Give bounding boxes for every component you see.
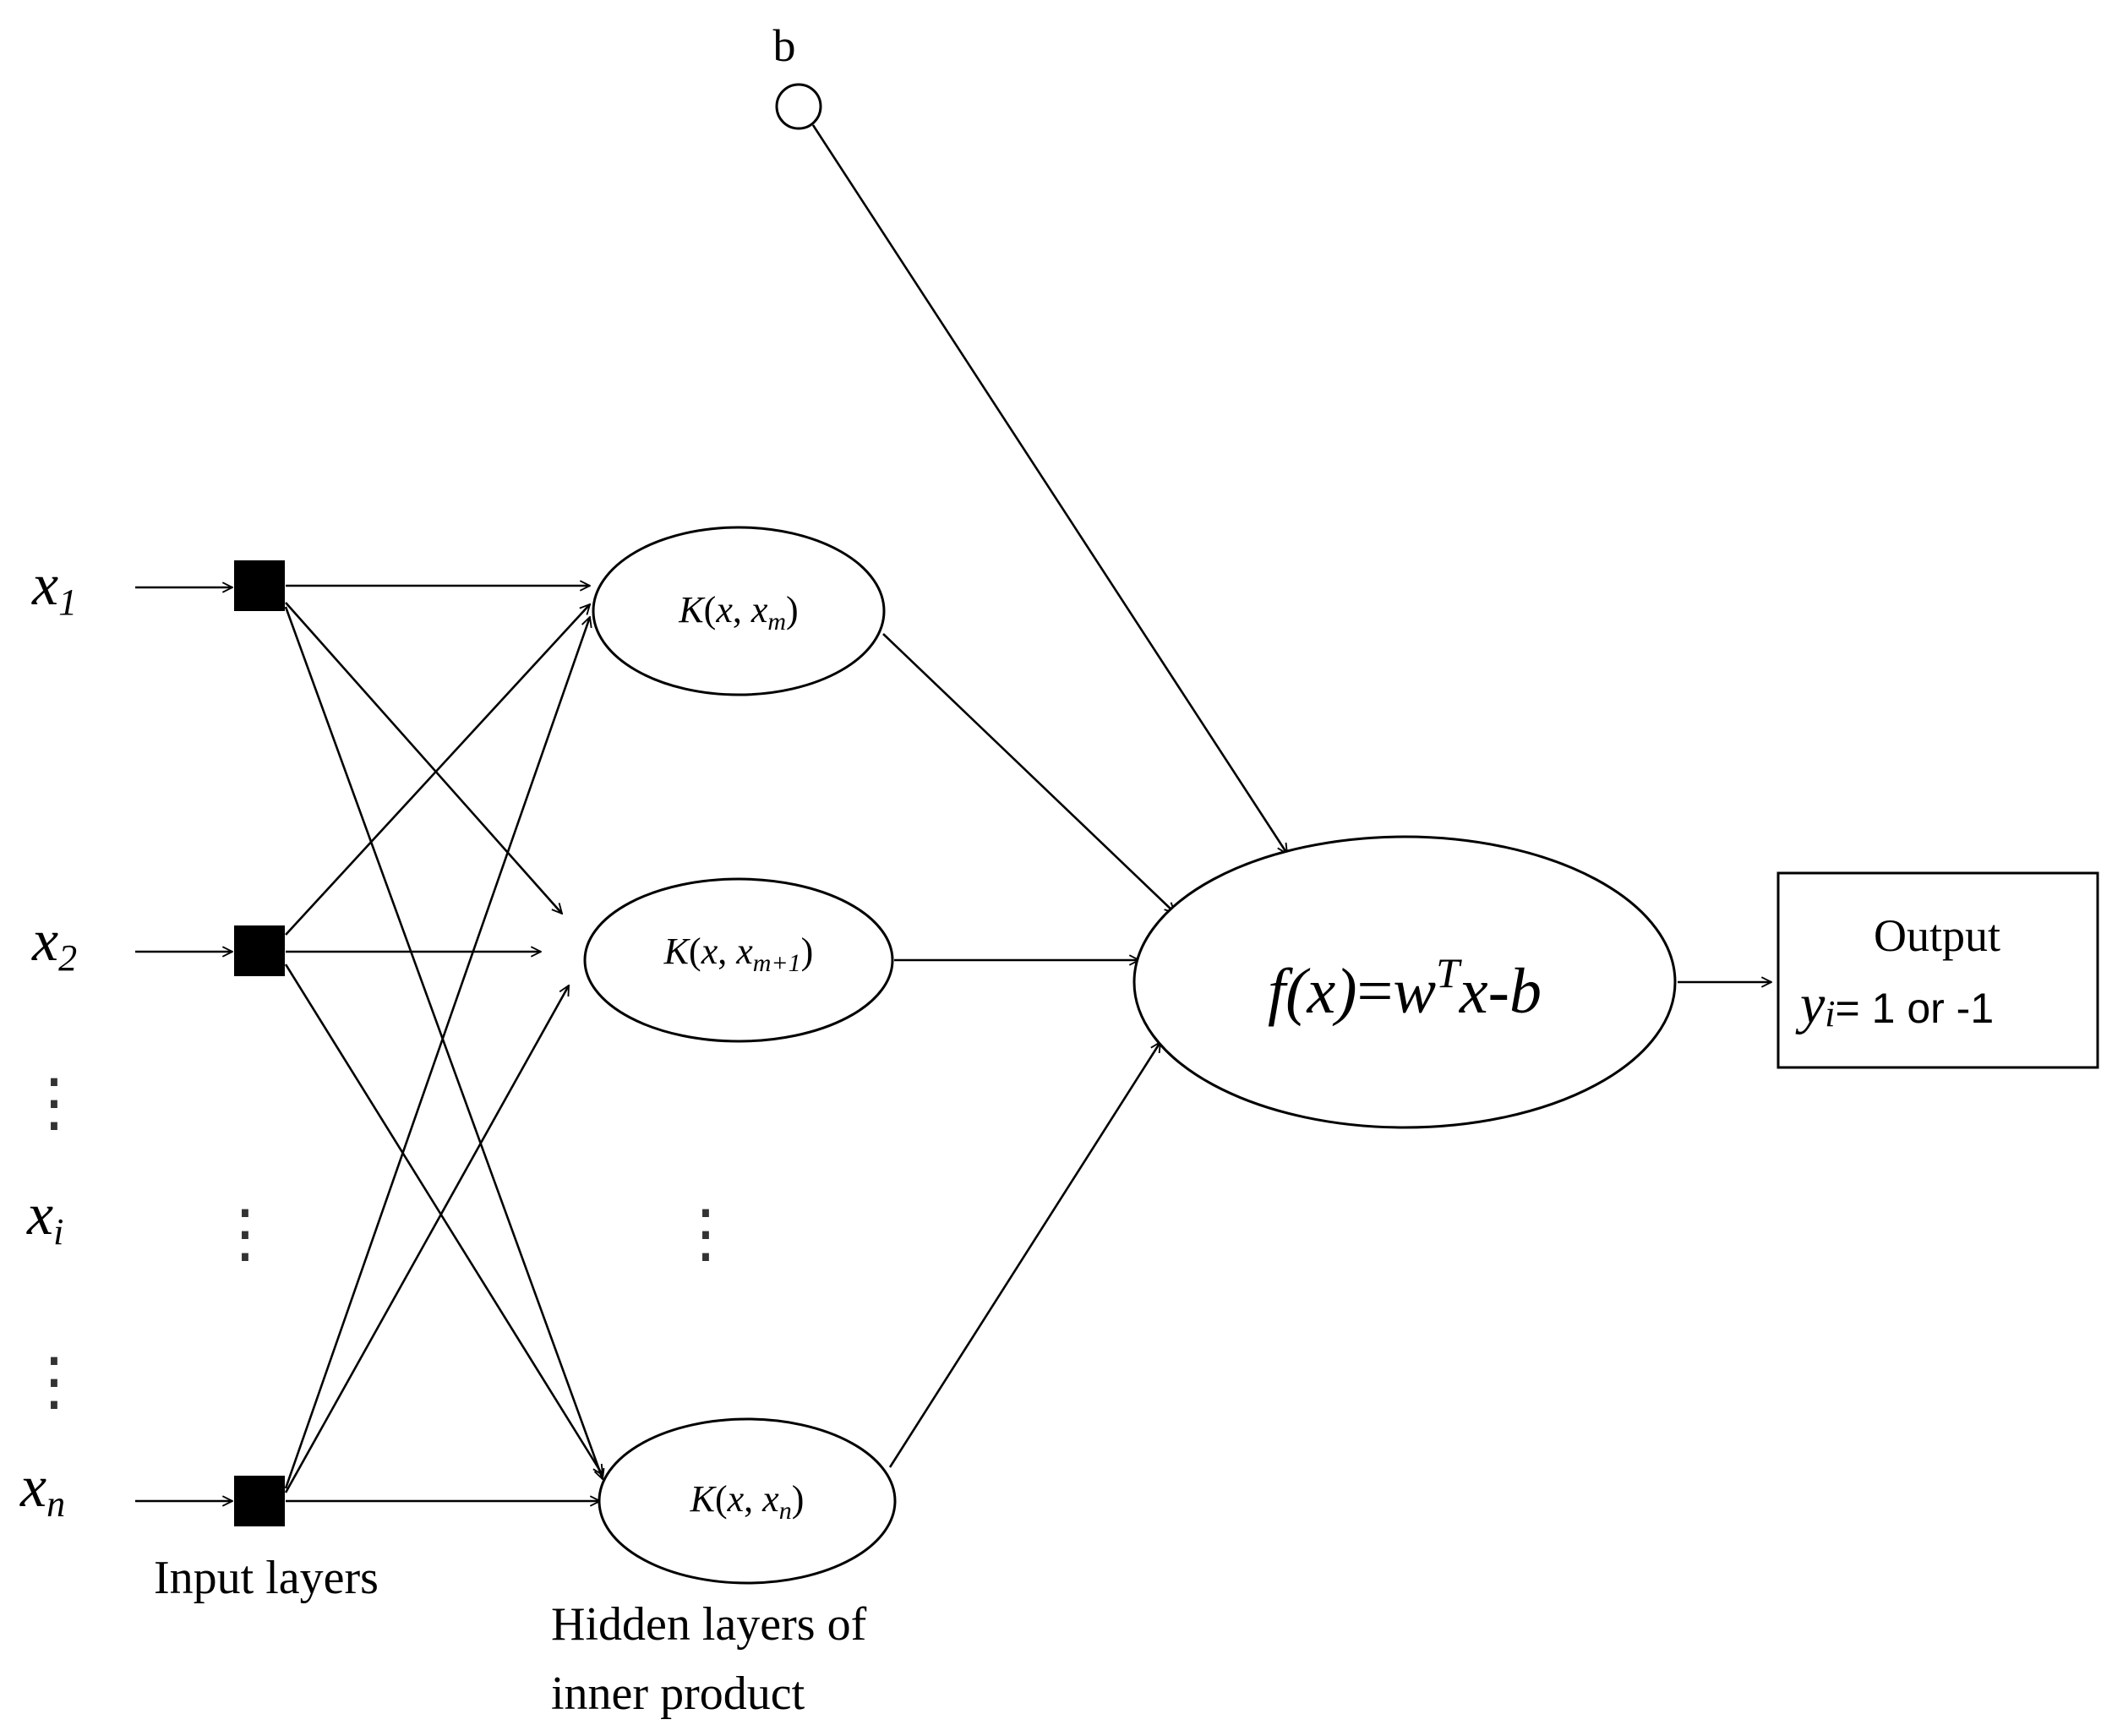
input-node-1: [234, 560, 285, 611]
edge-hidden1-to-decision: [882, 633, 1175, 913]
hidden-node-1-label: K(x, xm): [678, 589, 798, 636]
caption-hidden-line1: Hidden layers of: [551, 1598, 867, 1651]
input-label-x1: x1: [31, 553, 77, 623]
edge-hidden3-to-decision: [888, 1042, 1160, 1468]
output-box: [1776, 871, 2099, 1069]
hidden-node-ellipsis: ⋮: [674, 1195, 738, 1270]
input-node-ellipsis: ⋮: [213, 1195, 277, 1270]
input-node-n: [234, 1476, 285, 1526]
edge-input3-hidden1: [284, 617, 590, 1489]
hidden-node-2: [583, 877, 894, 1043]
hidden-node-3-label: K(x, xn): [690, 1478, 805, 1525]
bias-node: [775, 83, 822, 130]
edge-input2-hidden3: [284, 964, 604, 1475]
decision-function-label: f(x)=wTx-b: [1268, 949, 1542, 1027]
input-label-ellipsis-upper: ⋮: [22, 1064, 86, 1139]
input-label-ellipsis-lower: ⋮: [22, 1343, 86, 1418]
input-node-2: [234, 925, 285, 976]
hidden-node-2-label: K(x, xm+1): [663, 931, 814, 977]
output-title: Output: [1874, 910, 2000, 961]
edge-input2-hidden1: [285, 604, 590, 936]
edge-input1-hidden2: [285, 602, 562, 914]
hidden-node-3: [598, 1417, 897, 1585]
edge-bias-to-decision: [811, 124, 1287, 854]
edge-input1-hidden3: [284, 606, 603, 1479]
caption-input-layers: Input layers: [154, 1552, 379, 1604]
input-label-xn: xn: [19, 1455, 65, 1525]
hidden-node-1: [592, 526, 886, 696]
output-value: yi= 1 or -1: [1795, 974, 1994, 1035]
input-label-x2: x2: [31, 909, 77, 979]
bias-label: b: [773, 20, 796, 71]
decision-function-node: [1132, 835, 1677, 1129]
input-label-xi: xi: [26, 1182, 63, 1253]
edge-input3-hidden2: [284, 985, 570, 1493]
caption-hidden-line2: inner product: [551, 1668, 805, 1720]
